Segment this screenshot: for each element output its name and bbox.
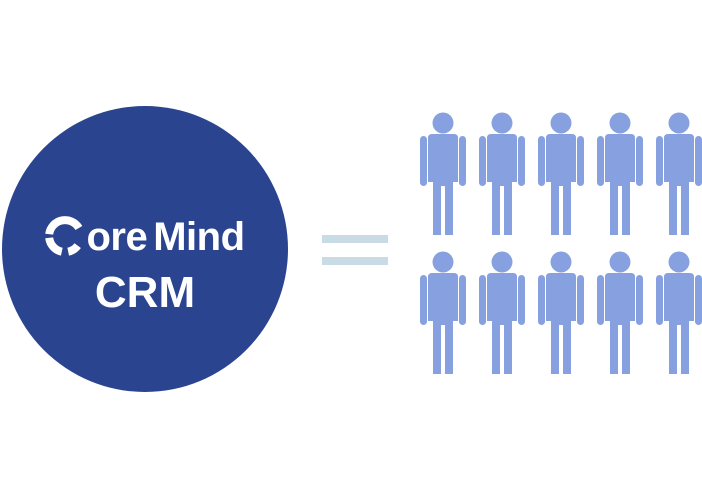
equals-bar-top bbox=[322, 235, 388, 243]
equals-bar-bottom bbox=[322, 257, 388, 265]
product-label: CRM bbox=[94, 268, 196, 317]
person-icon bbox=[597, 112, 643, 235]
person-icon bbox=[479, 112, 525, 235]
person-icon bbox=[420, 251, 466, 374]
core-ring-logo-icon bbox=[45, 216, 83, 256]
person-icon bbox=[597, 251, 643, 374]
person-icon bbox=[656, 112, 702, 235]
equals-sign-icon bbox=[322, 235, 388, 267]
person-icon bbox=[538, 112, 584, 235]
brand-name-part-2: Mind bbox=[153, 215, 245, 259]
person-icon bbox=[656, 251, 702, 374]
brand-name-part-1: ore bbox=[86, 215, 148, 259]
person-icon bbox=[479, 251, 525, 374]
person-icon bbox=[420, 112, 466, 235]
person-icon bbox=[538, 251, 584, 374]
people-grid bbox=[420, 112, 702, 374]
